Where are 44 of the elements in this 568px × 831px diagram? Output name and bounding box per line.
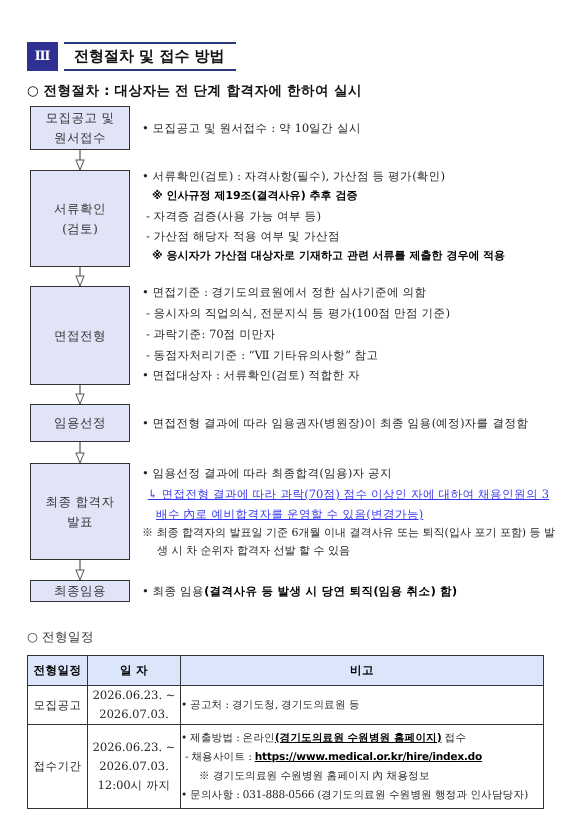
note-text: ※ 최종 합격자의 발표일 기준 6개월 이내 결격사유 또는 퇴직(입사 포기 포함) 등 발생 시 차 순위자 합격자 선발 할 수 있음	[142, 525, 556, 559]
date-range: 2026.06.23. ~ 2026.07.03.	[88, 686, 180, 724]
subheading-text: ○ 전형절차 : 대상자는 전 단계 합격자에 한하여 실시	[27, 82, 362, 101]
underlined-note-text: ↳ 면접전형 결과에 따라 과락(70점) 점수 이상인 자에 대하여 채용인원의 3배수 內로 예비합격자를 운영할 수 있음(변경가능)	[148, 486, 550, 523]
step-box: 면접전형	[30, 286, 130, 385]
note-text: ※ 인사규정 제19조(결격사유) 추후 검증	[152, 188, 358, 204]
bullet-item-text: • 임용선정 결과에 따라 최종합격(임용)자 공지	[142, 465, 392, 482]
arrow	[76, 442, 84, 464]
section-number: Ⅲ	[27, 42, 58, 71]
bullet-item-text: • 공고처 : 경기도청, 경기도의료원 등	[181, 698, 361, 712]
sub-item-text: - 채용사이트 : https://www.medical.or.kr/hire/index.do	[184, 750, 484, 764]
step-box: 임용선정	[30, 404, 130, 442]
bullet-item-text: • 모집공고 및 원서접수 : 약 10일간 실시	[142, 120, 361, 137]
sub-item-text: - 자격증 검증(사용 가능 여부 등)	[146, 208, 322, 225]
section-title: 전형절차 및 접수 방법	[64, 42, 236, 71]
column-header: 전형일정	[28, 656, 88, 686]
note-text: ※ 경기도의료원 수원병원 홈페이지 內 채용정보	[198, 768, 431, 784]
arrow	[76, 150, 84, 170]
bullet-item-text: • 문의사항 : 031-888-0566 (경기도의료원 수원병원 행정과 인사담당자)	[181, 788, 529, 802]
bullet-item-text: • 면접전형 결과에 따라 임용권자(병원장)이 최종 임용(예정)자를 결정함	[142, 415, 528, 432]
subheading-text: ○ 전형일정	[27, 628, 94, 646]
url-link: https://www.medical.or.kr/hire/index.do	[254, 750, 482, 762]
bullet-item-text: • 서류확인(검토) : 자격사항(필수), 가산점 등 평가(확인)	[142, 168, 446, 185]
date-range: 2026.06.23. ~ 2026.07.03. 12:00시 까지	[88, 724, 180, 808]
sub-item-text: - 가산점 해당자 적용 여부 및 가산점	[146, 228, 340, 245]
bullet-item-text: • 면접대상자 : 서류확인(검토) 적합한 자	[142, 367, 360, 384]
bullet-item-text: • 최종 임용(결격사유 등 발생 시 당연 퇴직(임용 취소) 함)	[142, 583, 458, 600]
sub-item-text: - 동점자처리기준 : “Ⅶ 기타유의사항” 참고	[146, 347, 379, 364]
column-header: 일 자	[88, 656, 180, 686]
sub-item-text: - 과락기준: 70점 미만자	[146, 326, 276, 343]
stage-name: 접수기간	[28, 724, 88, 808]
stage-name: 모집공고	[28, 686, 88, 724]
sub-item-text: - 응시자의 직업의식, 전문지식 등 평가(100점 만점 기준)	[146, 305, 450, 322]
note-text: ※ 응시자가 가산점 대상자로 기재하고 관련 서류를 제출한 경우에 적용	[152, 248, 506, 264]
step-box: 최종임용	[30, 580, 130, 602]
bullet-item-text: • 면접기준 : 경기도의료원에서 정한 심사기준에 의함	[142, 284, 427, 301]
bullet-item-text: • 제출방법 : 온라인(경기도의료원 수원병원 홈페이지) 접수	[181, 730, 468, 746]
arrow	[76, 560, 84, 580]
step-box: 모집공고 및 원서접수	[30, 106, 130, 150]
arrow	[76, 267, 84, 286]
arrow	[76, 385, 84, 404]
column-header: 비고	[180, 656, 544, 686]
step-box: 최종 합격자 발표	[30, 463, 130, 560]
step-box: 서류확인 (검토)	[30, 170, 130, 267]
